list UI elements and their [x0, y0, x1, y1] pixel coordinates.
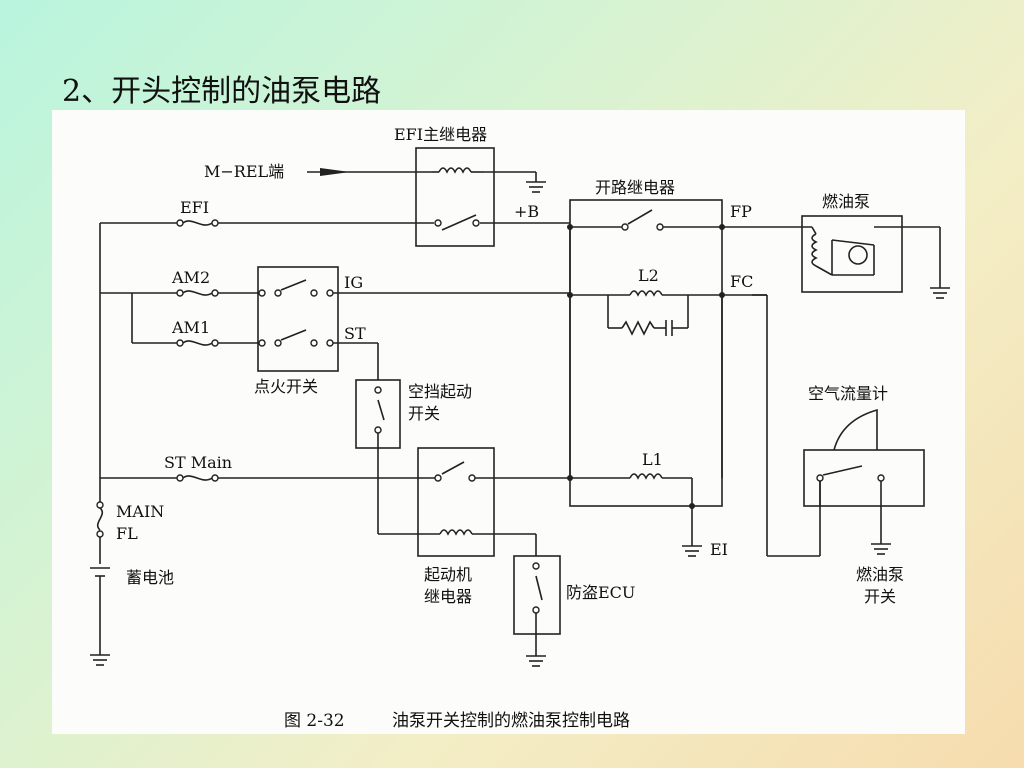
st-wire	[333, 342, 379, 380]
main-fl-label: MAIN	[116, 502, 164, 521]
efi-relay-ground	[484, 171, 546, 193]
figure-caption-number: 图 2-32	[284, 711, 345, 731]
neutral-start-switch	[355, 379, 422, 535]
am1-fuse	[176, 339, 258, 347]
neutral-start-switch-label-2: 开关	[408, 404, 440, 423]
circuit-open-relay-label: 开路继电器	[595, 178, 675, 197]
airflow-meter	[803, 408, 925, 555]
fc-label: FC	[730, 272, 753, 291]
battery-symbol	[90, 567, 110, 666]
plus-b-label: +B	[514, 202, 539, 221]
ei-ground	[682, 506, 702, 557]
battery-bus-wire	[99, 222, 177, 502]
am1-label: AM1	[171, 318, 210, 337]
efi-main-relay-label: EFI主继电器	[394, 125, 487, 144]
fp-label: FP	[730, 202, 752, 221]
m-rel-label: M−REL端	[204, 162, 284, 181]
fuel-pump-switch-label: 燃油泵	[856, 565, 904, 584]
main-fl-label-2: FL	[116, 524, 138, 543]
efi-label: EFI	[180, 198, 209, 217]
anti-theft-ecu-label: 防盗ECU	[566, 583, 635, 602]
airflow-meter-label: 空气流量计	[808, 384, 888, 403]
am2-fuse	[176, 289, 258, 297]
slide-title: 2、开头控制的油泵电路	[62, 74, 382, 109]
ignition-switch-label: 点火开关	[254, 377, 318, 396]
circuit-diagram: MAIN FL 蓄电池 EFI EFI主继电器 M−REL端	[52, 110, 965, 734]
st-label: ST	[344, 324, 366, 343]
main-fl-fuse	[96, 501, 104, 564]
fuel-pump	[722, 215, 950, 299]
circuit-open-relay	[569, 199, 723, 507]
fuel-pump-switch-label-2: 开关	[864, 587, 896, 606]
fc-wire	[721, 294, 821, 557]
efi-fuse	[176, 219, 434, 227]
starter-relay-label-2: 继电器	[424, 587, 472, 606]
circuit-diagram-svg: MAIN FL 蓄电池 EFI EFI主继电器 M−REL端	[90, 125, 950, 731]
figure-caption-text: 油泵开关控制的燃油泵控制电路	[392, 711, 630, 731]
l1-label: L1	[642, 450, 663, 469]
l2-label: L2	[638, 266, 659, 285]
ig-label: IG	[344, 273, 363, 292]
ignition-switch	[257, 266, 339, 372]
neutral-start-switch-label: 空挡起动	[408, 382, 472, 401]
battery-label: 蓄电池	[126, 568, 174, 587]
efi-main-relay	[415, 147, 495, 247]
m-rel-arrow	[320, 168, 350, 176]
st-main-label: ST Main	[164, 453, 232, 472]
anti-theft-ecu	[513, 534, 561, 667]
fuel-pump-label: 燃油泵	[822, 192, 870, 211]
st-main-fuse	[176, 474, 436, 482]
starter-relay	[417, 447, 570, 557]
ei-label: EI	[710, 540, 728, 559]
am2-label: AM2	[171, 268, 210, 287]
starter-relay-label: 起动机	[424, 565, 472, 584]
